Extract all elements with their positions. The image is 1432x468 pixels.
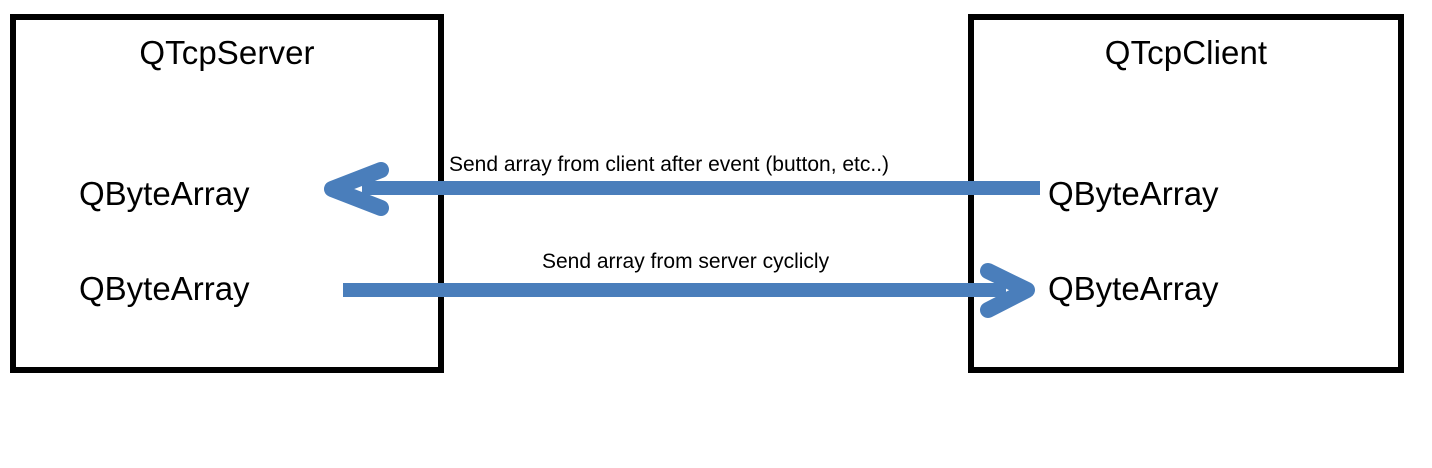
payload-label-client-2: QByteArray xyxy=(1048,270,1219,307)
node-title-server: QTcpServer xyxy=(139,34,315,71)
node-title-client: QTcpClient xyxy=(1104,34,1268,71)
payload-label-client-1: QByteArray xyxy=(1048,175,1219,212)
payload-label-server-1: QByteArray xyxy=(79,175,250,212)
payload-label-server-2: QByteArray xyxy=(79,270,250,307)
flow-label-server-to-client: Send array from server cyclicly xyxy=(542,250,830,273)
arrow-server-to-client xyxy=(343,263,1035,318)
flow-label-client-to-server: Send array from client after event (butt… xyxy=(449,153,890,176)
